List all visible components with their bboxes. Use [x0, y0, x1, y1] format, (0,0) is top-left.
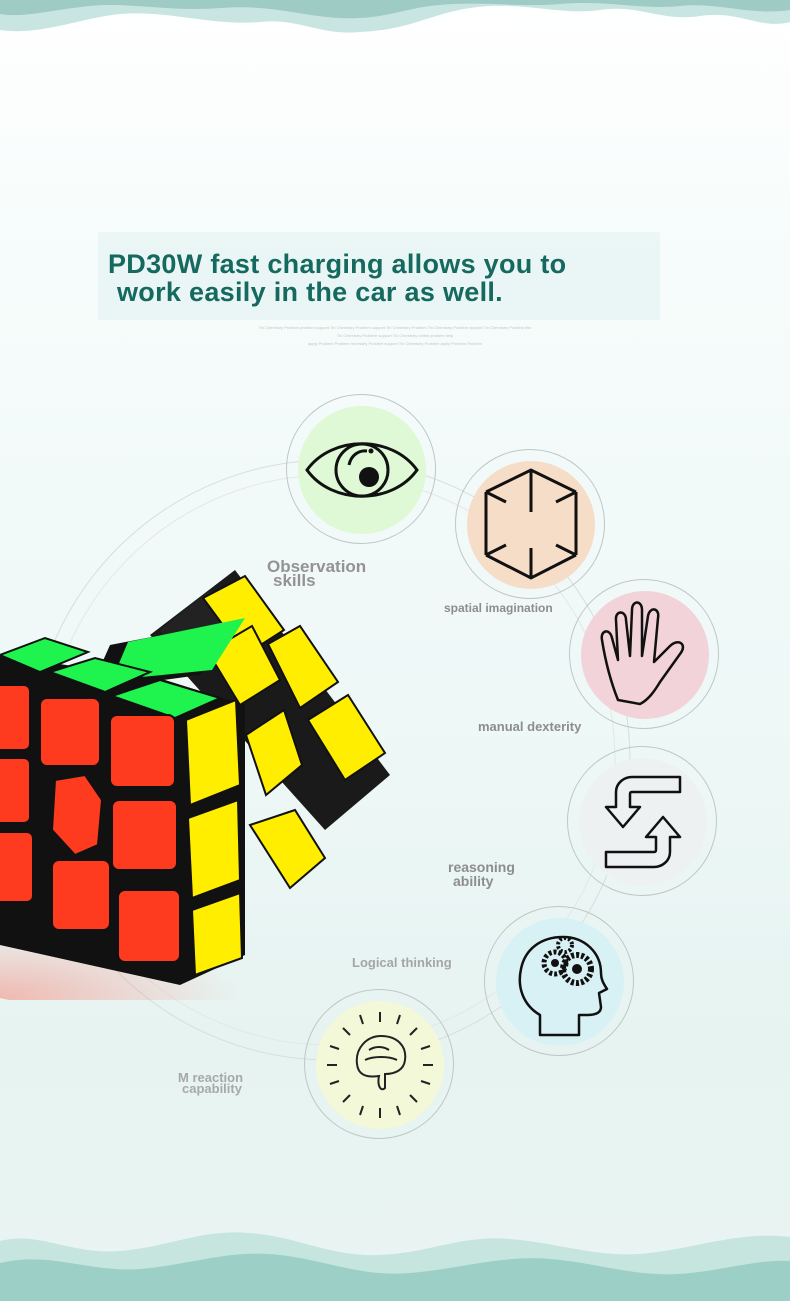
- label-observation-line-2: skills: [273, 571, 316, 590]
- reaction-icon-bg: [316, 1001, 444, 1129]
- label-manual-line-1: manual dexterity: [478, 719, 582, 734]
- bottom-wave-decoration: [0, 1232, 790, 1301]
- label-reasoning: reasoning ability: [448, 860, 515, 888]
- fine-print-line-3: apply Problem Problem necessity Problem …: [307, 341, 483, 346]
- fine-print-line-1: Tin Chemistry Problem problem support Ti…: [258, 325, 532, 330]
- label-spatial-line-1: spatial imagination: [444, 601, 553, 615]
- label-reaction-line-2: capability: [182, 1081, 242, 1096]
- manual-icon-bg: [581, 591, 709, 719]
- headline-line-2: work easily in the car as well.: [117, 277, 503, 307]
- label-spatial: spatial imagination: [444, 601, 553, 615]
- logical-icon-circle: [484, 906, 634, 1056]
- top-wave-decoration: [0, 0, 790, 33]
- label-observation: Observation skills: [267, 557, 367, 590]
- fine-print-line-2: Tin Chemistry Problem support Tin Chemis…: [336, 333, 454, 338]
- label-observation-line-1: Observation: [267, 557, 367, 576]
- reasoning-icon-bg: [579, 758, 707, 886]
- label-manual: manual dexterity: [478, 720, 581, 734]
- spatial-icon-circle: [455, 449, 605, 599]
- observation-icon-circle: [286, 394, 436, 544]
- head-gears-icon: [518, 935, 609, 1037]
- label-reaction: M reaction capability: [178, 1070, 244, 1096]
- label-logical: Logical thinking: [352, 956, 452, 970]
- headline-backdrop: [98, 232, 660, 320]
- cycle-arrows-icon: [604, 775, 682, 869]
- headline: PD30W fast charging allows you to work e…: [108, 250, 668, 306]
- fine-print: Tin Chemistry Problem problem support Ti…: [220, 324, 570, 348]
- eye-icon: [305, 442, 419, 498]
- label-logical-line-1: Logical thinking: [352, 955, 452, 970]
- cube-icon: [484, 468, 578, 580]
- label-reasoning-line-2: ability: [453, 873, 494, 889]
- reaction-icon-circle: [304, 989, 454, 1139]
- reasoning-icon-circle: [567, 746, 717, 896]
- label-reasoning-line-1: reasoning: [448, 859, 515, 875]
- brain-burst-icon: [327, 1012, 433, 1118]
- hand-icon: [600, 601, 685, 706]
- rubiks-cube-image: [0, 570, 390, 1000]
- label-reaction-line-1: M reaction: [178, 1070, 244, 1085]
- manual-icon-circle: [569, 579, 719, 729]
- headline-line-1: PD30W fast charging allows you to: [108, 249, 567, 279]
